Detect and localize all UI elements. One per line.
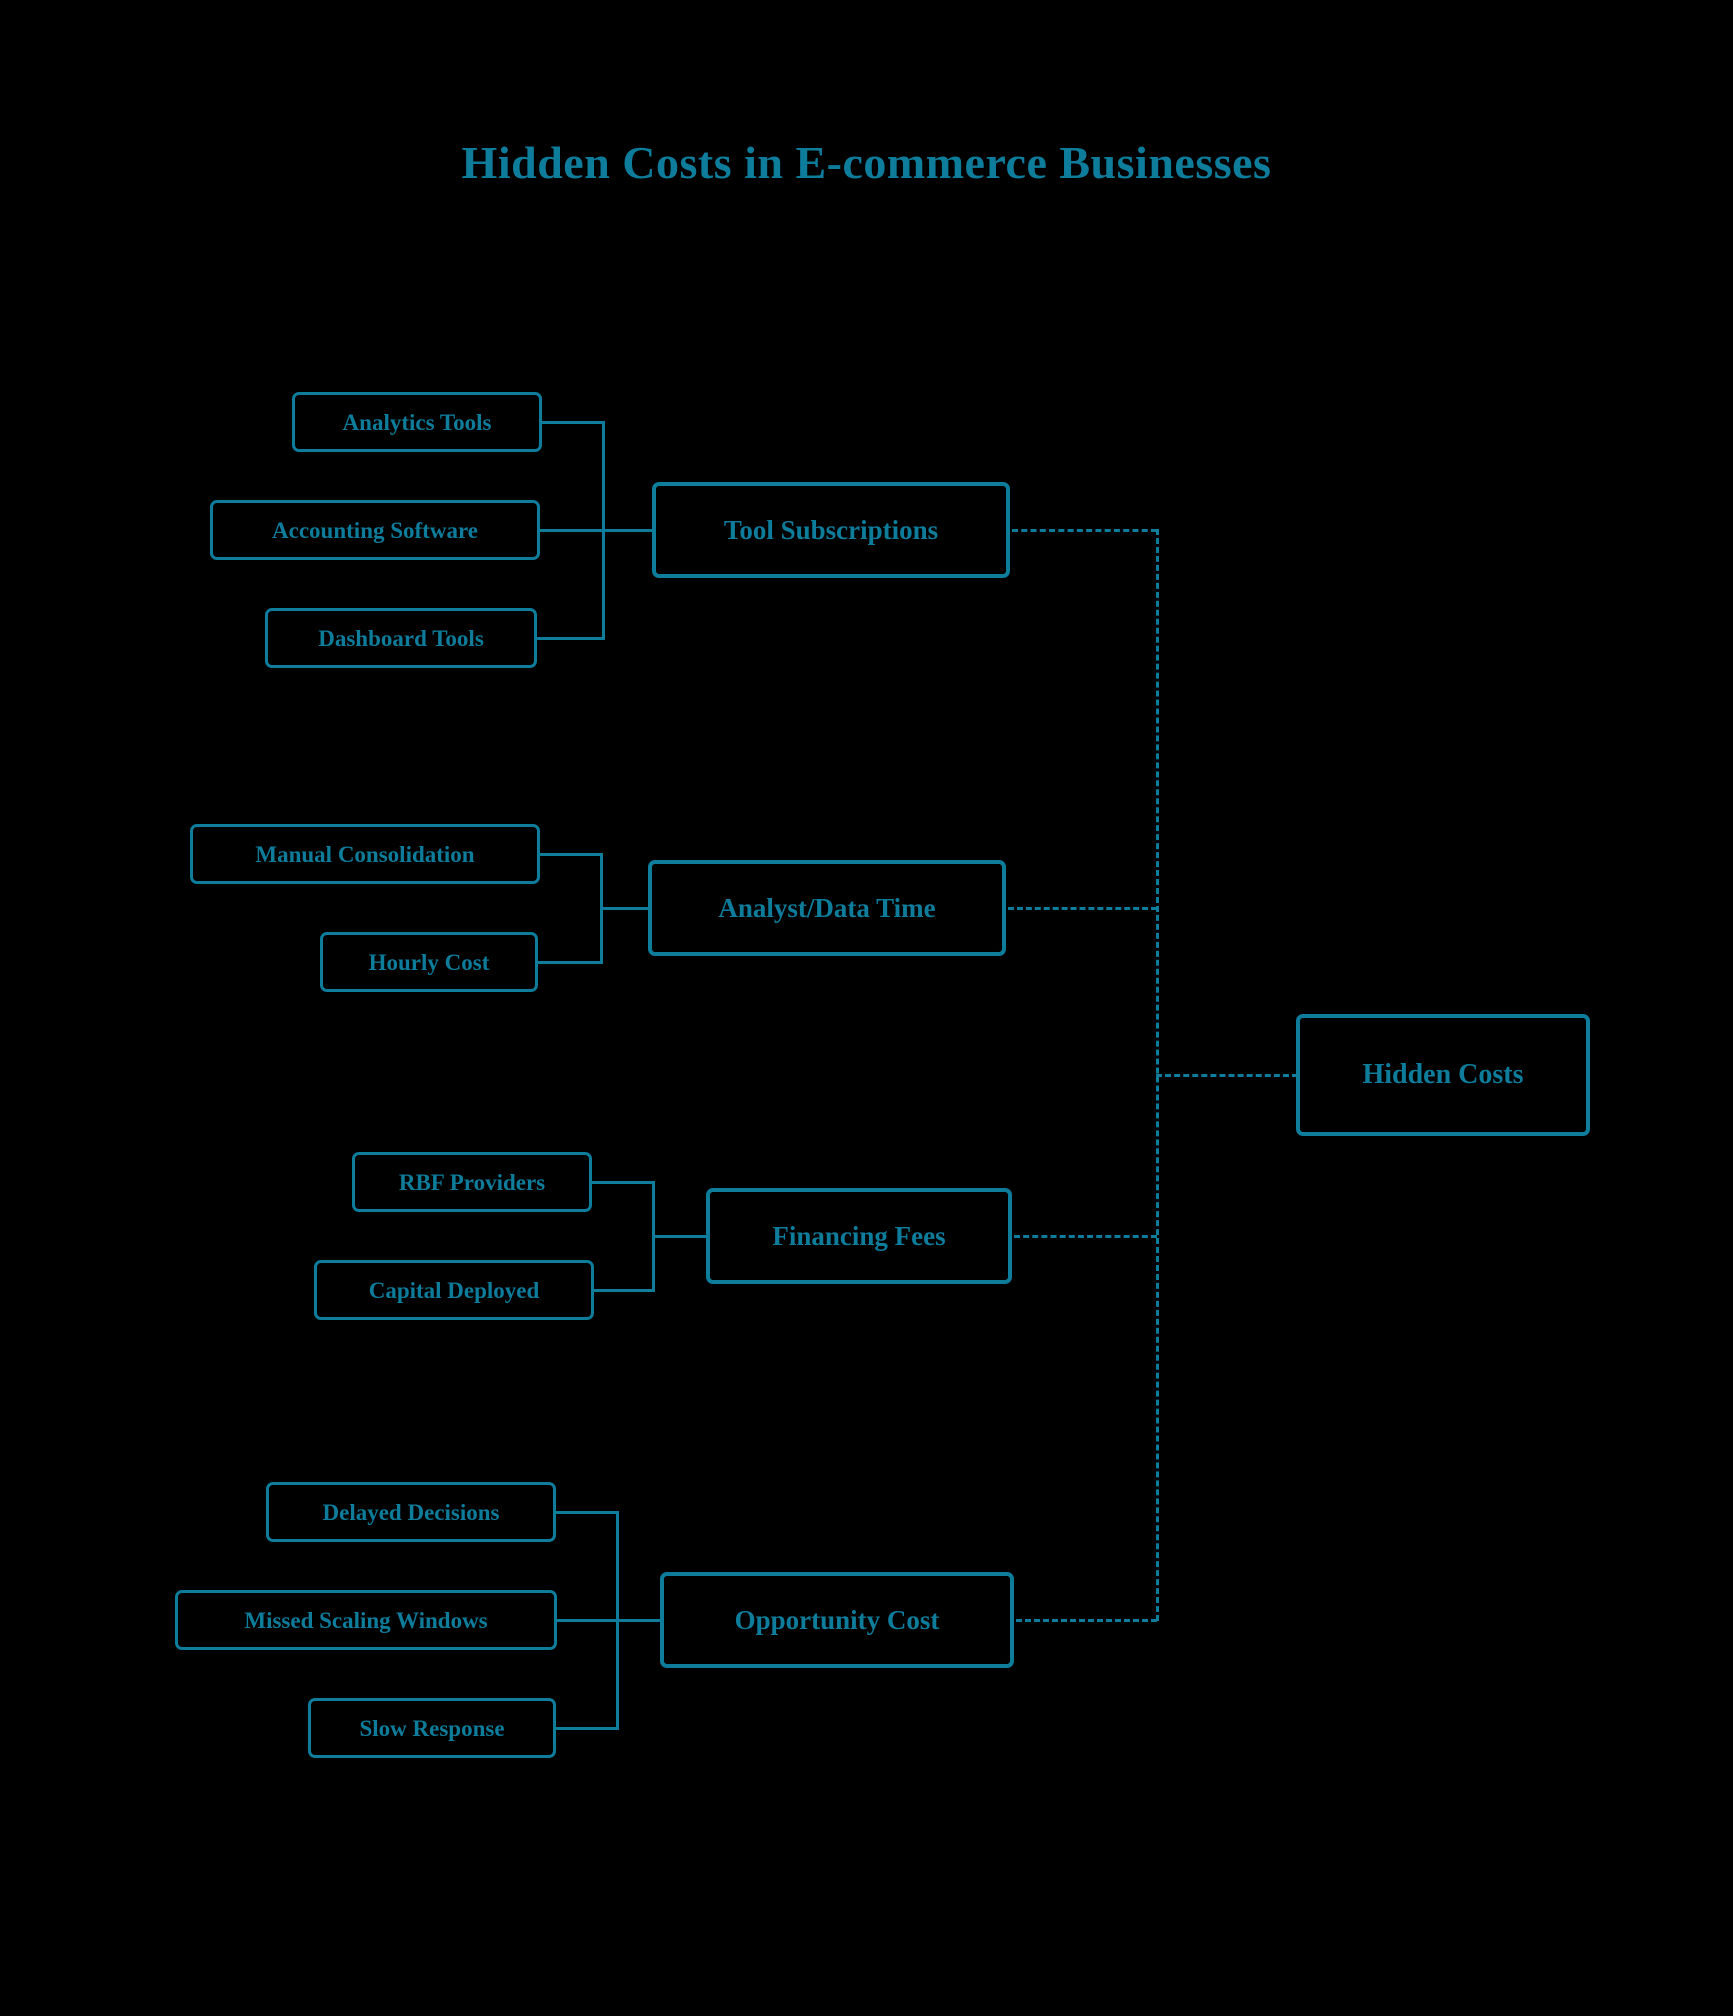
node-delayed-decisions[interactable]: Delayed Decisions [266,1482,556,1542]
node-label: Analytics Tools [342,409,492,435]
node-label: Opportunity Cost [734,1604,940,1635]
connector-slow-response-to-bracket [556,1727,618,1730]
connector-delayed-decisions-to-bracket [556,1511,618,1514]
node-label: Dashboard Tools [318,625,484,651]
node-label: Slow Response [359,1715,505,1741]
dashed-link-financing-fees-to-spine [1014,1235,1157,1238]
connector-missed-scaling-to-bracket [557,1619,618,1622]
connector-capital-deployed-to-bracket [594,1289,654,1292]
node-manual-consolidation[interactable]: Manual Consolidation [190,824,540,884]
node-label: RBF Providers [398,1169,546,1195]
connector-analytics-to-bracket [542,421,604,424]
node-label: Capital Deployed [368,1277,540,1303]
connector-hourly-cost-to-bracket [538,961,602,964]
node-rbf-providers[interactable]: RBF Providers [352,1152,592,1212]
node-capital-deployed[interactable]: Capital Deployed [314,1260,594,1320]
node-hidden-costs[interactable]: Hidden Costs [1296,1014,1590,1136]
node-opportunity-cost[interactable]: Opportunity Cost [660,1572,1014,1668]
node-label: Delayed Decisions [322,1499,500,1525]
node-tool-subscriptions[interactable]: Tool Subscriptions [652,482,1010,578]
connector-rbf-providers-to-bracket [592,1181,654,1184]
node-label: Accounting Software [272,517,478,543]
dashed-link-spine-to-hidden-costs [1156,1074,1298,1077]
node-slow-response[interactable]: Slow Response [308,1698,556,1758]
connector-bracket-to-opportunity-cost [616,1619,662,1622]
connector-manual-consolidation-to-bracket [540,853,602,856]
node-analytics-tools[interactable]: Analytics Tools [292,392,542,452]
node-label: Hourly Cost [368,949,490,975]
node-financing-fees[interactable]: Financing Fees [706,1188,1012,1284]
dashed-link-analyst-data-time-to-spine [1008,907,1157,910]
node-dashboard-tools[interactable]: Dashboard Tools [265,608,537,668]
node-hourly-cost[interactable]: Hourly Cost [320,932,538,992]
connector-bracket-to-financing-fees [652,1235,708,1238]
node-label: Financing Fees [772,1220,946,1251]
connector-bracket-to-analyst-data-time [600,907,650,910]
node-analyst-data-time[interactable]: Analyst/Data Time [648,860,1006,956]
connector-accounting-to-bracket [540,529,604,532]
dashed-link-opportunity-cost-to-spine [1016,1619,1157,1622]
node-label: Manual Consolidation [255,841,475,867]
node-label: Tool Subscriptions [723,514,939,545]
node-missed-scaling-windows[interactable]: Missed Scaling Windows [175,1590,557,1650]
node-label: Missed Scaling Windows [244,1607,488,1633]
node-label: Analyst/Data Time [718,892,936,923]
dashed-link-tool-subscriptions-to-spine [1012,529,1157,532]
page-title: Hidden Costs in E-commerce Businesses [461,137,1272,188]
connector-dashboard-to-bracket [537,637,604,640]
connector-bracket-to-tool-subscriptions [602,529,654,532]
node-label: Hidden Costs [1362,1059,1524,1090]
node-accounting-software[interactable]: Accounting Software [210,500,540,560]
